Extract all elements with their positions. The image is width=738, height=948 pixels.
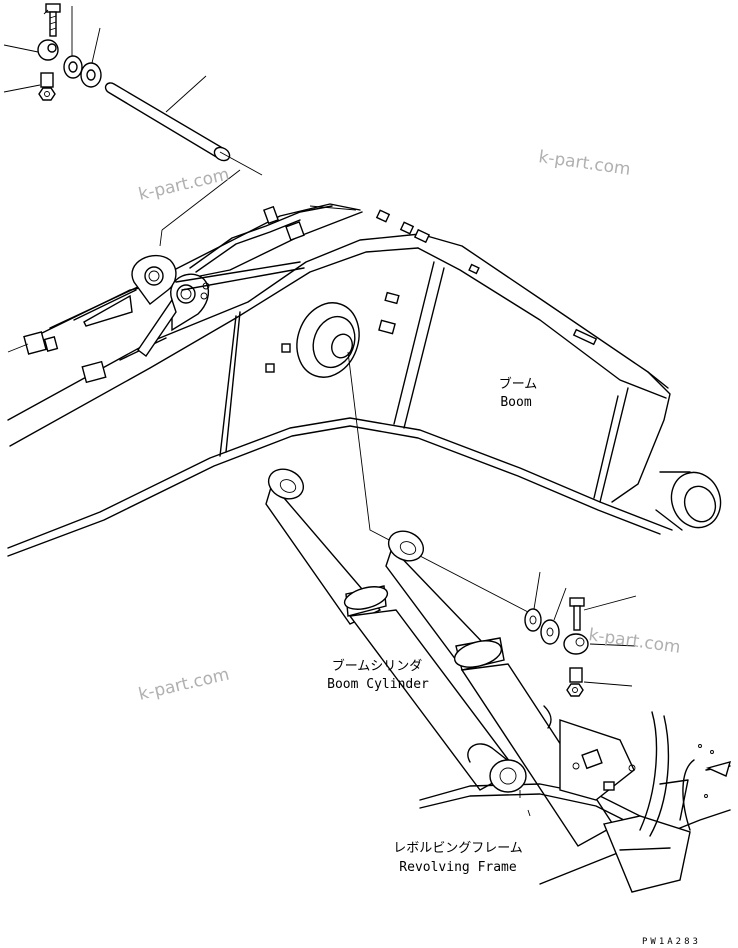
- boom-cylinder-label-en: Boom Cylinder: [327, 677, 429, 692]
- bolt-top: [45, 3, 61, 37]
- boom: [7, 203, 722, 557]
- boom-label: ブーム Boom: [499, 376, 538, 410]
- clamp-left: [7, 331, 59, 355]
- watermark-4: k-part.com: [137, 665, 232, 705]
- revolving-frame-label-en: Revolving Frame: [399, 860, 517, 875]
- washers-top: [63, 55, 102, 88]
- boom-cylinder-left: [265, 468, 518, 791]
- watermark-2: k-part.com: [537, 147, 631, 180]
- boom-cylinder-label-jp: ブームシリンダ: [332, 658, 423, 674]
- boom-label-jp: ブーム: [499, 376, 538, 392]
- drawing-code: PW1A283: [642, 937, 701, 947]
- plate-top: [37, 39, 59, 61]
- revolving-frame: [419, 705, 732, 893]
- spacer-nut-top: [38, 72, 56, 101]
- boom-cylinder-label: ブームシリンダ Boom Cylinder: [327, 658, 429, 692]
- watermark-3: k-part.com: [587, 625, 681, 658]
- watermark-1: k-part.com: [137, 165, 232, 205]
- boom-foot-pin-top: [104, 75, 263, 247]
- boom-label-en: Boom: [500, 395, 531, 410]
- revolving-frame-label: レボルビングフレーム Revolving Frame: [393, 838, 526, 876]
- revolving-frame-label-jp: レボルビングフレーム: [393, 841, 523, 856]
- bottom-hardware-group: [524, 571, 637, 697]
- top-hardware-group: [3, 3, 102, 101]
- boom-cylinder-boss: [296, 302, 529, 613]
